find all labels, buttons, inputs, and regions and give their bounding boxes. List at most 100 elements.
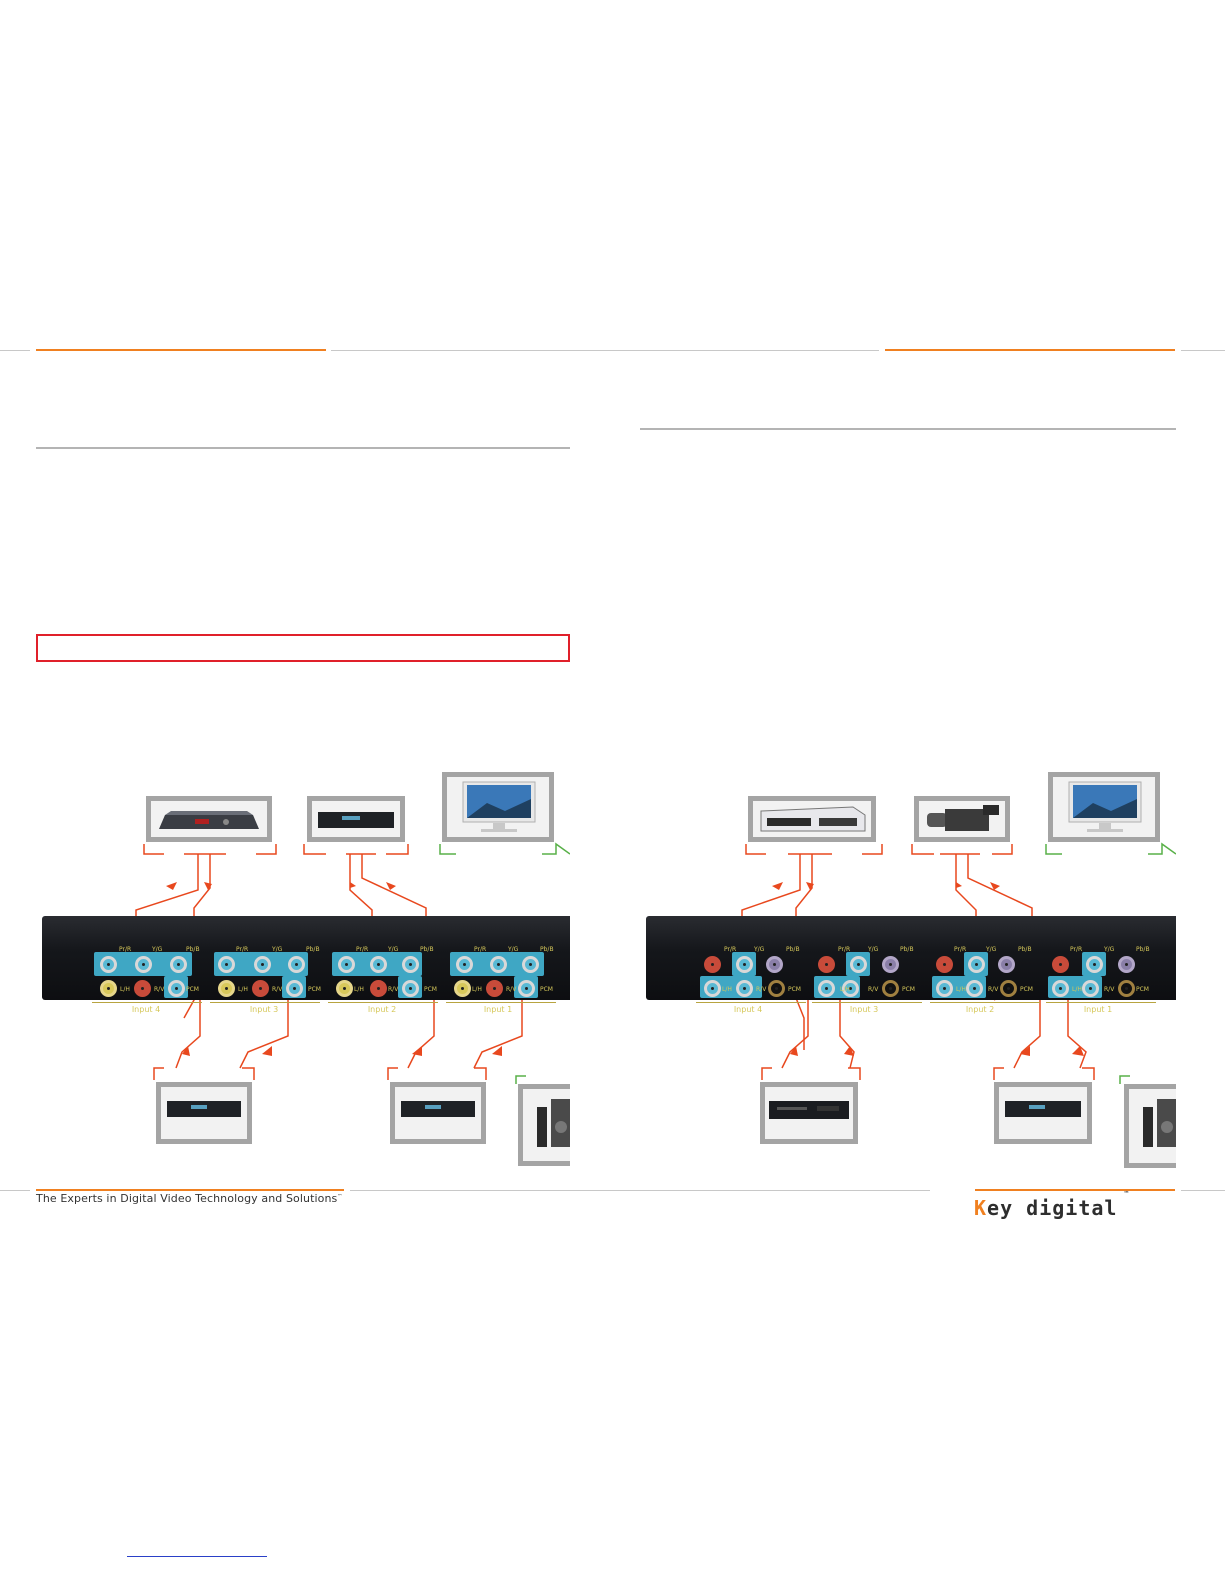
port-label: Y/G [508,946,519,953]
flat-panel-tv-image [442,772,554,842]
dvd-player-icon [769,1101,849,1119]
top-rule-orange-right [885,349,1175,351]
rca-jack [818,980,835,997]
switcher-rear-panel: Pr/R Y/G Pb/B L/H R/V PCM Pr/R Y/G Pb/B … [646,916,1176,1014]
port-label: PCM [540,986,553,993]
port-label: Pr/R [954,946,967,953]
port-label: L/H [354,986,364,993]
port-label: R/V [1104,986,1115,993]
rca-jack [966,980,983,997]
rca-jack [286,980,303,997]
rca-jack [402,956,419,973]
speaker-system-image [518,1084,570,1166]
rca-jack [336,980,353,997]
section-divider [1046,1002,1156,1003]
input-label: Input 1 [1083,1005,1113,1014]
rca-jack [998,956,1015,973]
rca-jack [766,956,783,973]
section-divider [328,1002,438,1003]
port-label: L/H [1072,986,1082,993]
rca-jack [454,980,471,997]
port-label: Pb/B [306,946,320,953]
port-label: Pb/B [786,946,800,953]
rca-jack [100,956,117,973]
logo-text: ey digital [987,1196,1118,1220]
right-cabling-svg [741,842,1176,1084]
rca-jack [135,956,152,973]
satellite-receiver-icon [159,811,259,829]
port-label: PCM [788,986,801,993]
hyperlink-underline[interactable] [127,1556,267,1557]
top-rule-left-edge [0,350,30,351]
rca-jack [168,980,185,997]
footer-rule-orange-right [975,1189,1175,1191]
vcr-icon [760,806,866,832]
port-label: PCM [1020,986,1033,993]
dvd-player-icon [401,1101,475,1117]
footer-rule-right-edge [1181,1190,1225,1191]
port-label: Y/G [986,946,997,953]
rca-jack [850,956,867,973]
section-divider [92,1002,202,1003]
port-label: Pb/B [420,946,434,953]
rca-jack [490,956,507,973]
input-label: Input 2 [367,1005,397,1014]
rca-jack [936,956,953,973]
port-label: Pb/B [1136,946,1150,953]
tagline-text: The Experts in Digital Video Technology … [36,1192,338,1205]
port-label: R/V [756,986,767,993]
dvd-player-icon [1005,1101,1081,1117]
rca-jack [370,956,387,973]
input-label: Input 4 [131,1005,161,1014]
rca-jack [100,980,117,997]
section-divider [210,1002,320,1003]
rca-jack [254,956,271,973]
port-label: Y/G [388,946,399,953]
rca-jack [768,980,785,997]
rca-jack [134,980,151,997]
rca-jack [1052,980,1069,997]
switcher-rear-panel: Pr/R Y/G Pb/B L/H R/V PCM Pr/R Y/G Pb/B … [42,916,570,1014]
input-label: Input 3 [849,1005,879,1014]
rca-jack [218,980,235,997]
port-label: Pr/R [474,946,487,953]
logo-k: K [974,1196,988,1220]
input-label: Input 4 [733,1005,763,1014]
port-label: Y/G [272,946,283,953]
vcr-image [748,796,876,842]
top-rule-orange-left [36,349,326,351]
left-wiring-diagram: Pr/R Y/G Pb/B L/H R/V PCM Pr/R Y/G Pb/B … [36,760,570,1168]
footer-rule-orange-left [36,1189,344,1191]
port-label: R/V [154,986,165,993]
rca-jack [1118,980,1135,997]
dvd-player-icon [318,812,394,828]
port-label: Pr/R [356,946,369,953]
port-label: R/V [506,986,517,993]
rca-jack [818,956,835,973]
dvd-player-bottom-right-image [994,1082,1092,1144]
port-label: Pr/R [236,946,249,953]
port-label: Pr/R [838,946,851,953]
port-label: Pb/B [186,946,200,953]
rca-jack [402,980,419,997]
right-wiring-diagram: Pr/R Y/G Pb/B L/H R/V PCM Pr/R Y/G Pb/B … [640,760,1176,1168]
port-label: R/V [388,986,399,993]
rca-jack [288,956,305,973]
port-label: L/H [238,986,248,993]
port-label: Pr/R [1070,946,1083,953]
section-rule-left [36,447,570,449]
port-label: L/H [120,986,130,993]
port-label: L/H [840,986,850,993]
rca-jack [704,980,721,997]
tagline-trademark: ™ [337,1193,343,1200]
logo-trademark: ™ [1124,1190,1130,1198]
port-label: Pb/B [540,946,554,953]
section-divider [930,1002,1040,1003]
port-label: Pr/R [119,946,132,953]
speaker-icon [1143,1099,1176,1147]
dvd-player-bottom-right-image [390,1082,486,1144]
rca-jack [518,980,535,997]
rca-jack [218,956,235,973]
port-label: L/H [956,986,966,993]
rca-jack [968,956,985,973]
